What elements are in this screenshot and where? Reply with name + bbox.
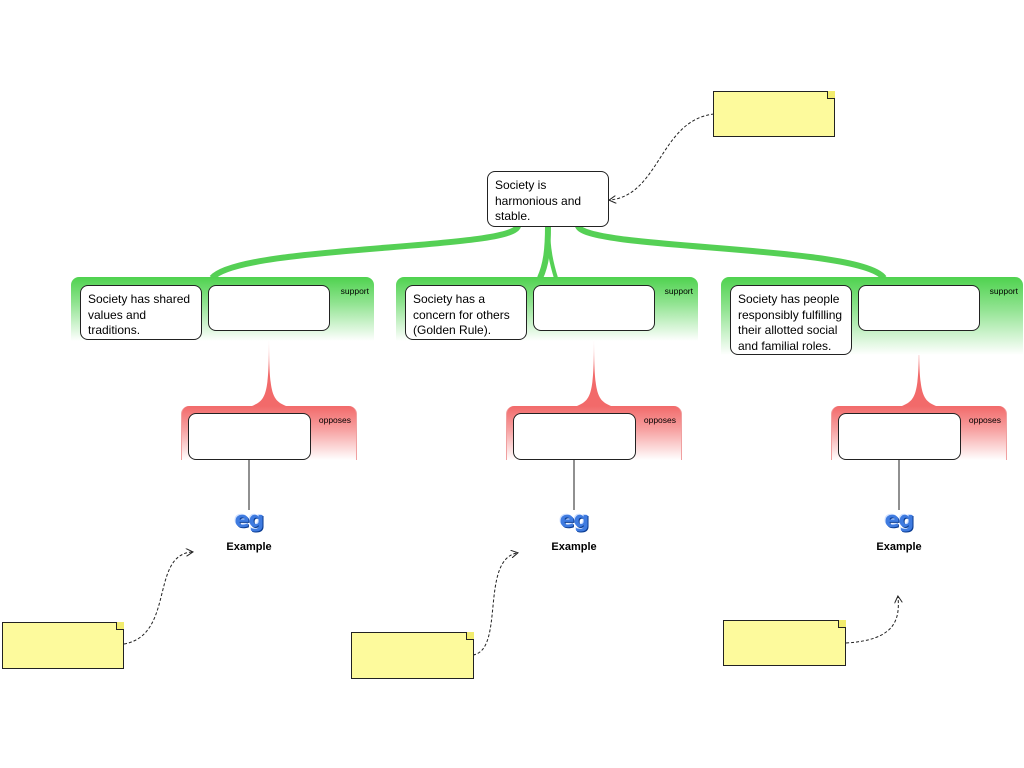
opposes-box-3[interactable] — [838, 413, 961, 460]
support-connector-3 — [575, 224, 887, 281]
support-box-3[interactable] — [858, 285, 980, 331]
opposes-box-2[interactable] — [513, 413, 636, 460]
example-icon-2[interactable]: eg — [559, 508, 590, 533]
claim-text-2: Society has a concern for others (Golden… — [413, 292, 510, 337]
support-box-1[interactable] — [208, 285, 330, 331]
claim-text-1: Society has shared values and traditions… — [88, 292, 191, 337]
claim-box-3[interactable]: Society has people responsibly fulfillin… — [730, 285, 852, 355]
support-label-3: support — [989, 286, 1018, 296]
note-connector-left — [123, 552, 192, 645]
support-connector-2b — [546, 225, 558, 279]
opposes-connector-2 — [577, 335, 611, 406]
note-connector-right — [845, 597, 898, 644]
example-label-1: Example — [226, 541, 272, 553]
note-top[interactable] — [713, 91, 835, 137]
note-middle[interactable] — [351, 632, 474, 679]
support-box-2[interactable] — [533, 285, 655, 331]
example-icon-1[interactable]: eg — [234, 508, 265, 533]
note-right-fold — [838, 620, 846, 628]
opposes-box-1[interactable] — [188, 413, 311, 460]
root-claim-box[interactable]: Society is harmonious and stable. — [487, 171, 609, 227]
note-right[interactable] — [723, 620, 846, 666]
claim-box-1[interactable]: Society has shared values and traditions… — [80, 285, 202, 340]
example-label-2: Example — [551, 541, 597, 553]
note-connector-top — [610, 113, 715, 200]
support-connector-1 — [209, 224, 521, 281]
opposes-connector-1 — [252, 335, 286, 406]
note-middle-fold — [466, 632, 474, 640]
example-icon-3[interactable]: eg — [884, 508, 915, 533]
claim-text-3: Society has people responsibly fulfillin… — [738, 292, 843, 353]
note-left-fold — [116, 622, 124, 630]
root-claim-text: Society is harmonious and stable. — [495, 178, 582, 223]
opposes-label-2: opposes — [643, 415, 676, 425]
claim-box-2[interactable]: Society has a concern for others (Golden… — [405, 285, 527, 340]
note-connector-middle — [472, 553, 517, 656]
note-left[interactable] — [2, 622, 124, 669]
note-top-fold — [827, 91, 835, 99]
opposes-label-3: opposes — [968, 415, 1001, 425]
example-label-3: Example — [876, 541, 922, 553]
opposes-label-1: opposes — [318, 415, 351, 425]
support-label-1: support — [340, 286, 369, 296]
support-label-2: support — [664, 286, 693, 296]
